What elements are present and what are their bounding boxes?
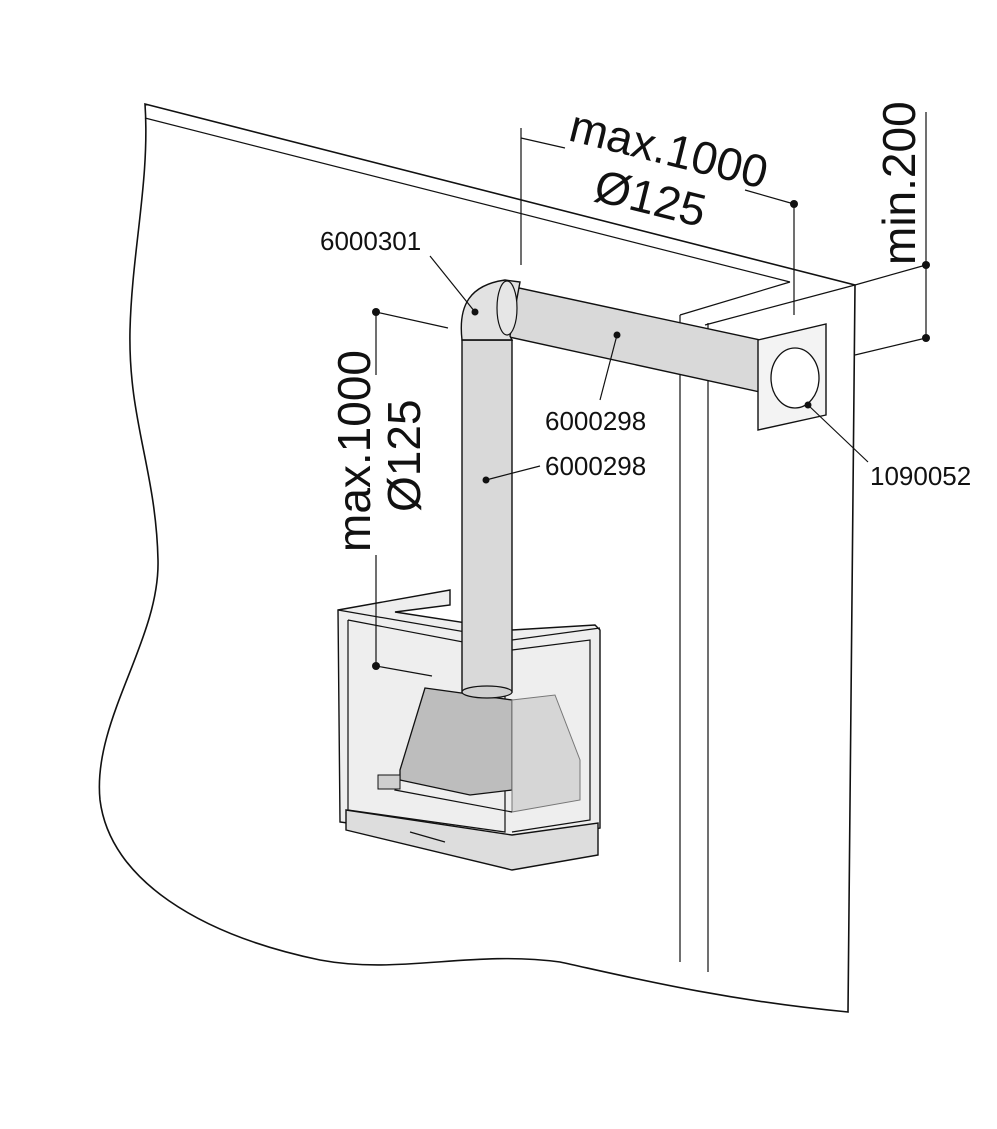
vertical-diameter: Ø125 xyxy=(378,399,430,512)
pipe-elbow xyxy=(460,279,521,341)
vertical-max-dimension: max.1000 xyxy=(328,350,380,552)
wall-outlet-part-label: 1090052 xyxy=(870,461,971,491)
horizontal-pipe xyxy=(499,284,761,393)
fireplace-base xyxy=(345,809,599,871)
elbow-part-label: 6000301 xyxy=(320,226,421,256)
wall-outlet xyxy=(757,323,827,431)
dimension-lines xyxy=(372,112,930,677)
vertical-pipe-part-label: 6000298 xyxy=(545,451,646,481)
outlet-min-dimension: min.200 xyxy=(873,101,925,265)
vertical-pipe xyxy=(461,339,513,699)
wall xyxy=(98,102,856,1013)
leader-lines xyxy=(429,255,869,484)
horizontal-pipe-part-label: 6000298 xyxy=(545,406,646,436)
fireplace-unit xyxy=(337,589,601,871)
